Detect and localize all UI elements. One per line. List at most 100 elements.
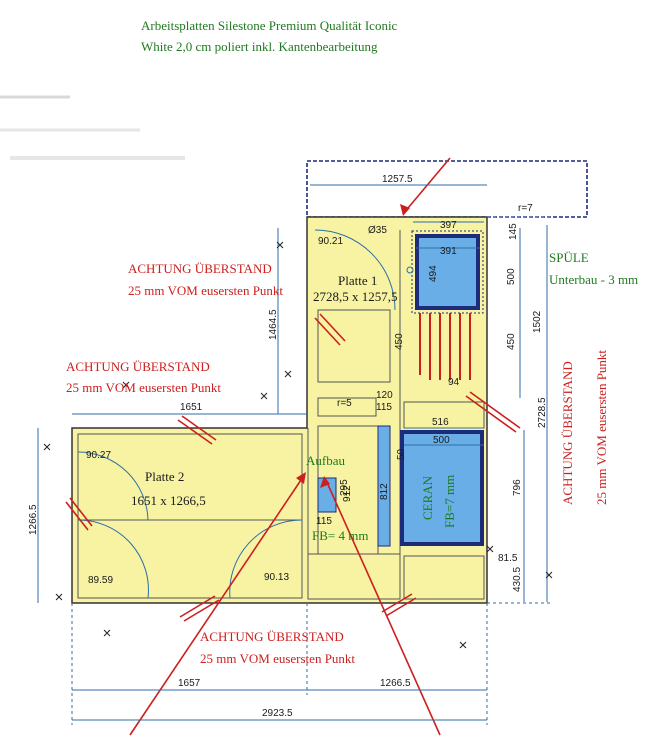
aufbau-note: FB= 4 mm bbox=[312, 528, 368, 543]
drain-grooves bbox=[419, 313, 471, 380]
tap-hole bbox=[406, 266, 414, 274]
dim-812: 812 bbox=[379, 483, 390, 500]
warning-title-left: ACHTUNG ÜBERSTAND bbox=[66, 359, 210, 374]
overhang-mark bbox=[319, 313, 346, 342]
dim-89-59: 89.59 bbox=[88, 575, 113, 586]
door-arc bbox=[314, 229, 396, 311]
spuele-label: SPÜLE bbox=[549, 250, 589, 265]
dim-90-13: 90.13 bbox=[264, 572, 289, 583]
header-title-line-1: Arbeitsplatten Silestone Premium Qualitä… bbox=[141, 18, 398, 33]
dim-1266-h: 1266.5 bbox=[380, 678, 411, 689]
overhang-mark bbox=[181, 415, 217, 441]
x-marker bbox=[459, 641, 467, 649]
dim-2923: 2923.5 bbox=[262, 708, 293, 719]
x-marker bbox=[43, 443, 51, 451]
dim-430: 430.5 bbox=[512, 567, 523, 592]
arrow-line bbox=[129, 473, 306, 736]
cooktop-side-strip bbox=[377, 425, 391, 547]
wall-cabinet-outline bbox=[306, 160, 588, 218]
warning-detail-top: 25 mm VOM eusersten Punkt bbox=[128, 283, 283, 298]
warning-title-right: ACHTUNG ÜBERSTAND bbox=[560, 361, 575, 505]
platte1-name: Platte 1 bbox=[338, 273, 377, 288]
x-marker bbox=[55, 593, 63, 601]
dim-796: 796 bbox=[512, 479, 523, 496]
dim-494: 494 bbox=[428, 265, 439, 282]
dim-50: 50 bbox=[396, 448, 407, 460]
dim-912: 912 bbox=[342, 485, 353, 502]
ceran-note: FB=7 mm bbox=[442, 475, 457, 528]
dimension-lines bbox=[37, 184, 550, 725]
overhang-mark bbox=[183, 599, 220, 622]
cabinet-outline bbox=[317, 309, 391, 383]
dim-1502: 1502 bbox=[532, 310, 543, 333]
warning-detail-right: 25 mm VOM eusersten Punkt bbox=[594, 350, 609, 505]
overhang-marks bbox=[65, 313, 521, 622]
dim-top-width: 1257.5 bbox=[382, 174, 413, 185]
overhang-mark bbox=[177, 419, 213, 445]
dim-1651: 1651 bbox=[180, 402, 203, 413]
overhang-mark bbox=[314, 317, 341, 346]
arrow-head bbox=[320, 476, 330, 488]
warning-detail-left: 25 mm VOM eusersten Punkt bbox=[66, 380, 221, 395]
dim-r5: r=5 bbox=[337, 398, 352, 409]
dim-81-5: 81.5 bbox=[498, 553, 518, 564]
platte2-size: 1651 x 1266,5 bbox=[131, 493, 206, 508]
dim-r7: r=7 bbox=[518, 203, 533, 214]
dim-o35: Ø35 bbox=[368, 225, 387, 236]
dim-450-b: 450 bbox=[506, 333, 517, 350]
dim-90-21: 90.21 bbox=[318, 236, 343, 247]
warning-title-bottom: ACHTUNG ÜBERSTAND bbox=[200, 629, 344, 644]
dim-500-ceran: 500 bbox=[433, 435, 450, 446]
cooktop-surface bbox=[404, 434, 480, 542]
overhang-mark bbox=[469, 391, 521, 429]
dim-1464: 1464.5 bbox=[268, 309, 279, 340]
cabinet-outline bbox=[403, 555, 485, 600]
dim-1657: 1657 bbox=[178, 678, 201, 689]
door-arc bbox=[77, 451, 149, 521]
dim-120: 120 bbox=[376, 390, 393, 401]
arrow-line bbox=[324, 477, 441, 736]
dim-94: 94 bbox=[448, 377, 460, 388]
platte2-name: Platte 2 bbox=[145, 469, 184, 484]
aufbau-label: Aufbau bbox=[306, 453, 345, 468]
warning-title-top: ACHTUNG ÜBERSTAND bbox=[128, 261, 272, 276]
dim-516: 516 bbox=[432, 417, 449, 428]
red-arrows bbox=[129, 157, 451, 736]
dim-145: 145 bbox=[508, 223, 519, 240]
overhang-mark bbox=[69, 497, 93, 527]
door-arc bbox=[229, 519, 303, 599]
x-marker bbox=[260, 392, 268, 400]
sink-basin bbox=[419, 238, 476, 306]
overhang-mark bbox=[381, 593, 413, 613]
ceran-label: CERAN bbox=[420, 475, 435, 520]
x-marker bbox=[276, 241, 284, 249]
dim-450-a: 450 bbox=[394, 333, 405, 350]
arrow-heads bbox=[296, 204, 410, 488]
dim-391: 391 bbox=[440, 246, 457, 257]
spuele-note: Unterbau - 3 mm bbox=[549, 272, 638, 287]
x-marker bbox=[122, 381, 130, 389]
overhang-mark bbox=[385, 597, 417, 617]
overhang-mark bbox=[465, 395, 517, 433]
door-arc bbox=[77, 519, 149, 599]
platte1-size: 2728,5 x 1257,5 bbox=[313, 289, 398, 304]
dim-115-b: 115 bbox=[316, 516, 332, 527]
warning-detail-bottom: 25 mm VOM eusersten Punkt bbox=[200, 651, 355, 666]
x-markers bbox=[43, 241, 553, 649]
dim-2728: 2728.5 bbox=[537, 397, 548, 428]
overhang-mark bbox=[179, 595, 216, 618]
dim-1266-v: 1266.5 bbox=[28, 504, 39, 535]
dim-397: 397 bbox=[440, 220, 457, 231]
arrow-head bbox=[400, 204, 410, 216]
header-title-line-2: White 2,0 cm poliert inkl. Kantenbearbei… bbox=[141, 39, 378, 54]
cabinet-outline bbox=[317, 397, 377, 417]
dim-500-sink: 500 bbox=[506, 268, 517, 285]
x-marker bbox=[545, 571, 553, 579]
x-marker bbox=[284, 370, 292, 378]
door-swing-arcs bbox=[77, 229, 396, 599]
overhang-mark bbox=[65, 501, 89, 531]
dim-295: 295 bbox=[339, 479, 350, 496]
arrow-head bbox=[296, 472, 306, 484]
x-marker bbox=[486, 545, 494, 553]
